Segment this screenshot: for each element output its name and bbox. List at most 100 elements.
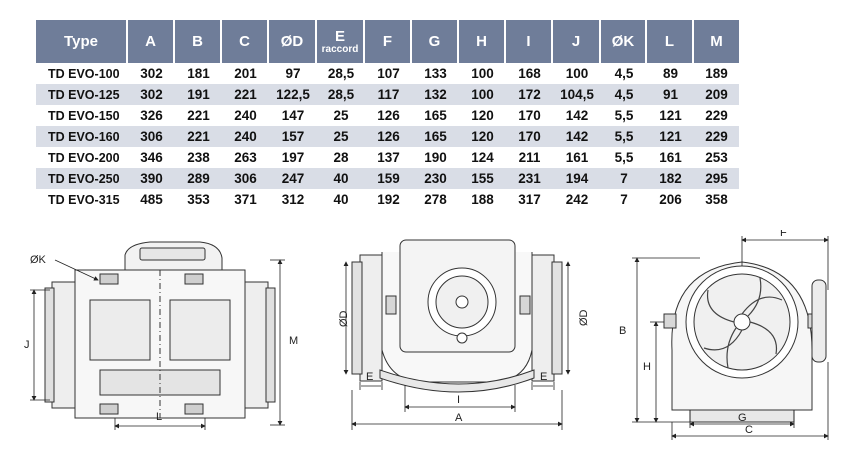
header-label: E: [334, 27, 345, 45]
table-cell: 5,5: [614, 150, 634, 165]
table-cell: 211: [518, 150, 541, 165]
table-cell: 229: [705, 108, 728, 123]
table-cell: 4,5: [601, 84, 647, 105]
table-cell: 168: [518, 66, 541, 81]
header-label: ØD: [280, 33, 304, 50]
table-cell: 5,5: [614, 108, 634, 123]
table-cell: 137: [377, 150, 400, 165]
table-cell: 25: [317, 126, 365, 147]
table-cell: 289: [175, 168, 222, 189]
table-cell-type: TD EVO-315: [48, 192, 120, 207]
label-m: M: [289, 335, 298, 347]
table-cell: 117: [365, 84, 412, 105]
table-cell: 121: [659, 108, 682, 123]
table-cell: 242: [565, 192, 589, 207]
header-label: ØK: [611, 33, 635, 50]
header-col-12: L: [647, 20, 694, 63]
table-cell: 165: [412, 126, 459, 147]
table-cell-type: TD EVO-200: [48, 150, 120, 165]
table-cell: 221: [175, 126, 222, 147]
header-col-13: M: [694, 20, 739, 63]
table-cell: 147: [281, 108, 305, 123]
label-e-left: E: [366, 371, 373, 383]
table-cell: 7: [620, 192, 628, 207]
table-cell: 189: [705, 66, 728, 81]
table-cell: 4,5: [614, 66, 634, 81]
table-cell: 485: [140, 192, 163, 207]
header-type: Type: [36, 20, 128, 63]
label-b: B: [619, 325, 626, 337]
table-cell: 161: [659, 150, 682, 165]
header-label: H: [476, 33, 487, 50]
table-cell: 188: [471, 192, 494, 207]
table-cell: 295: [694, 168, 739, 189]
table-cell: 306: [128, 126, 175, 147]
header-col-10: J: [553, 20, 601, 63]
label-a: A: [455, 412, 463, 424]
table-cell: 126: [365, 126, 412, 147]
table-cell-type: TD EVO-250: [36, 168, 128, 189]
table-cell: 192: [377, 192, 400, 207]
table-cell: 312: [281, 192, 305, 207]
header-col-3: C: [222, 20, 269, 63]
header-col-4: ØD: [269, 20, 317, 63]
label-e-right: E: [540, 371, 547, 383]
header-label: M: [710, 33, 723, 50]
header-label: L: [664, 33, 675, 50]
side-view-drawing: [351, 239, 563, 393]
table-cell: 28,5: [327, 66, 355, 81]
header-label: C: [239, 33, 250, 50]
table-cell: 165: [424, 108, 447, 123]
table-cell: 120: [459, 126, 506, 147]
table-cell: 157: [269, 126, 317, 147]
table-cell: 170: [506, 126, 553, 147]
header-label: Type: [64, 33, 98, 50]
table-cell: 126: [377, 108, 400, 123]
table-cell: 371: [234, 192, 257, 207]
table-cell: 278: [424, 192, 447, 207]
header-label: I: [526, 33, 531, 50]
table-cell: 390: [128, 168, 175, 189]
header-sublabel: raccord: [321, 43, 359, 55]
table-cell: 142: [565, 108, 589, 123]
label-j: J: [24, 339, 30, 351]
table-cell: 100: [471, 66, 494, 81]
table-cell: 201: [234, 66, 257, 81]
table-cell: 221: [222, 84, 269, 105]
label-d-left: ØD: [338, 310, 350, 327]
table-cell: 5,5: [601, 126, 647, 147]
table-cell: 170: [518, 108, 541, 123]
table-cell: 229: [694, 126, 739, 147]
table-cell: 100: [459, 84, 506, 105]
header-label: B: [192, 33, 203, 50]
label-i: I: [457, 394, 460, 406]
table-cell: 161: [565, 150, 589, 165]
table-cell: 317: [518, 192, 541, 207]
table-cell: 247: [269, 168, 317, 189]
table-cell: 181: [187, 66, 210, 81]
header-label: J: [571, 33, 581, 50]
table-cell: 306: [222, 168, 269, 189]
table-cell: 240: [222, 126, 269, 147]
table-cell: 91: [647, 84, 694, 105]
table-cell: 209: [694, 84, 739, 105]
label-d-right: ØD: [578, 309, 590, 326]
label-f: F: [780, 230, 787, 239]
table-cell: 25: [333, 108, 349, 123]
table-cell: 7: [601, 168, 647, 189]
header-label: A: [145, 33, 156, 50]
label-h: H: [643, 361, 651, 373]
table-cell: 40: [317, 168, 365, 189]
table-cell: 231: [506, 168, 553, 189]
table-cell: 120: [471, 108, 494, 123]
table-cell: 172: [506, 84, 553, 105]
table-cell: 124: [471, 150, 494, 165]
